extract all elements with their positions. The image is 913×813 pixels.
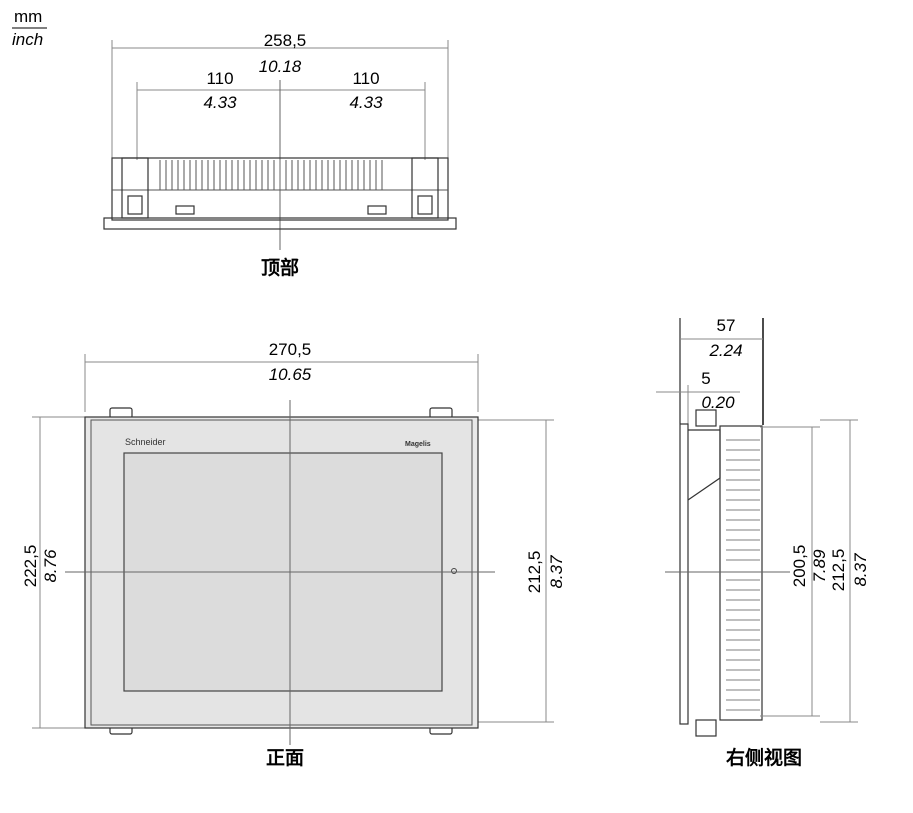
top-view: 258,5 10.18 110 4.33 110 4.33 (103, 31, 457, 279)
top-left-in: 4.33 (203, 93, 237, 112)
top-left-clip (121, 157, 149, 219)
side-view-label: 右侧视图 (725, 746, 802, 769)
front-width-in: 10.65 (269, 365, 312, 384)
top-slot-right (367, 205, 387, 215)
side-h2-mm: 212,5 (829, 549, 848, 592)
side-bezel-in: 0.20 (701, 393, 735, 412)
front-height-mm: 222,5 (21, 545, 40, 588)
front-view: 270,5 10.65 222,5 8.76 212,5 8.37 Schnei… (21, 340, 566, 769)
top-overall-mm: 258,5 (264, 31, 307, 50)
side-h1-mm: 200,5 (790, 545, 809, 588)
side-h1-in: 7.89 (810, 549, 829, 583)
side-depth-in: 2.24 (708, 341, 742, 360)
top-bezel (103, 217, 457, 230)
top-body (111, 157, 449, 221)
front-width-mm: 270,5 (269, 340, 312, 359)
front-led (451, 568, 457, 574)
side-bezel-mm: 5 (701, 369, 710, 388)
side-bezel (679, 423, 689, 725)
front-view-label: 正面 (266, 747, 304, 769)
top-left-mm: 110 (206, 69, 233, 88)
top-right-mm: 110 (352, 69, 379, 88)
unit-inch: inch (12, 30, 43, 49)
top-right-in: 4.33 (349, 93, 383, 112)
side-depth-mm: 57 (717, 316, 736, 335)
front-inner-height-mm: 212,5 (525, 551, 544, 594)
front-logo-schneider: Schneider (125, 437, 166, 447)
front-inner-height-in: 8.37 (547, 555, 566, 589)
side-h2-in: 8.37 (851, 553, 870, 587)
side-body (719, 425, 763, 721)
top-right-clip (411, 157, 439, 219)
side-view: 57 2.24 5 0.20 (656, 316, 870, 769)
side-bracket-top (687, 429, 721, 501)
front-logo-magelis: Magelis (405, 441, 431, 448)
top-view-label: 顶部 (261, 256, 299, 279)
front-height-in: 8.76 (41, 549, 60, 583)
unit-mm: mm (14, 7, 42, 26)
top-slot-left (175, 205, 195, 215)
top-overall-in: 10.18 (259, 57, 302, 76)
